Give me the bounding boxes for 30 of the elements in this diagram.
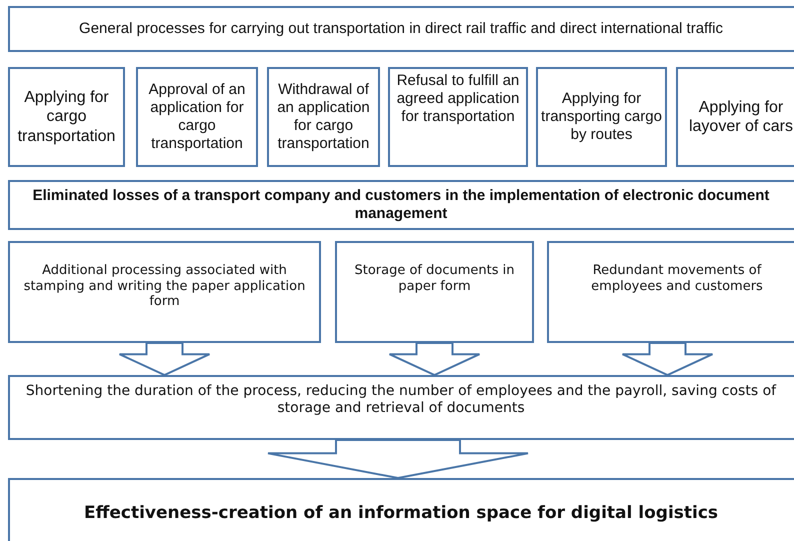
box-text: Additional processing associated with stamping and writing the paper application form	[22, 263, 306, 310]
box-text: Applying for cargo transportation	[16, 88, 116, 146]
process-box	[547, 241, 794, 343]
block-arrow	[118, 342, 210, 376]
box-text: Applying for layover of cars	[688, 98, 794, 136]
process-box	[8, 6, 794, 52]
box-text: Withdrawal of an application for cargo transportation	[276, 81, 371, 153]
process-box	[267, 67, 380, 167]
process-box	[335, 241, 534, 343]
process-box	[8, 375, 794, 440]
block-arrow	[388, 342, 480, 376]
box-text: Eliminated losses of a transport company and customers in the implementation of electronic document management	[32, 187, 770, 223]
box-text: Effectiveness-creation of an information space for digital logistics	[84, 502, 718, 524]
box-text: Applying for transporting cargo by routes	[541, 90, 662, 144]
box-text: Refusal to fulfill an agreed application for transportation	[396, 72, 520, 126]
block-arrow	[622, 342, 714, 376]
process-box	[136, 67, 258, 167]
process-box	[8, 478, 794, 541]
process-box	[388, 67, 528, 167]
process-box	[8, 180, 794, 230]
process-box	[8, 67, 125, 167]
process-box	[8, 241, 321, 343]
box-text: Storage of documents in paper form	[353, 263, 516, 294]
box-text: Redundant movements of employees and customers	[590, 263, 764, 294]
box-text: General processes for carrying out transportation in direct rail traffic and direct international traffic	[79, 20, 723, 38]
box-text: Shortening the duration of the process, reducing the number of employees and the payroll, saving costs of storage and retrieval of documents	[24, 383, 778, 417]
box-text: Approval of an application for cargo transportation	[148, 81, 246, 153]
process-box	[536, 67, 667, 167]
block-arrow	[267, 439, 529, 480]
process-box	[676, 67, 794, 167]
